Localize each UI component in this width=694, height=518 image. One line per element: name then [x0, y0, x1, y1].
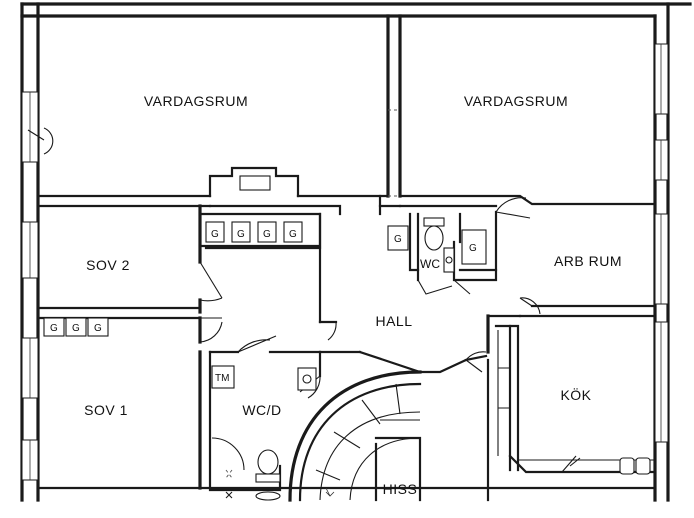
- room-label-wc: WC: [420, 257, 440, 271]
- closet-label: G: [237, 229, 245, 240]
- closet-label: G: [72, 323, 80, 334]
- closet-sov1-2: G: [65, 317, 87, 337]
- kitchen-fittings: [497, 330, 657, 475]
- doors: [27, 109, 541, 399]
- sanitary-fixtures: TM: [211, 217, 455, 501]
- room-label-arb-rum: ARB RUM: [554, 253, 622, 269]
- closet-sov2-4: G: [283, 221, 303, 243]
- room-label-vardagsrum-left: VARDAGSRUM: [144, 93, 248, 109]
- room-label-kok: KÖK: [560, 386, 591, 403]
- closet-label: G: [394, 234, 402, 245]
- closet-label: G: [263, 229, 271, 240]
- interior-walls: [36, 14, 657, 502]
- windows: [21, 43, 669, 481]
- room-label-vardagsrum-right: VARDAGSRUM: [464, 93, 568, 109]
- closet-sov1-1: G: [43, 317, 65, 337]
- closet-sov2-1: G: [205, 221, 225, 243]
- staircase: [288, 370, 422, 502]
- closet-sov2-3: G: [257, 221, 277, 243]
- room-label-sov1: SOV 1: [84, 402, 128, 418]
- closet-label: G: [289, 229, 297, 240]
- closet-label: G: [211, 229, 219, 240]
- room-label-wc-d: WC/D: [242, 402, 281, 418]
- closet-hall: G: [387, 225, 409, 251]
- outer-walls: [20, 2, 692, 502]
- closet-label: G: [50, 323, 58, 334]
- room-label-hiss: HISS: [383, 481, 418, 497]
- closet-sov1-3: G: [87, 317, 109, 337]
- room-label-sov2: SOV 2: [86, 257, 130, 273]
- closets: G G G G G G G G G: [43, 221, 487, 337]
- closet-sov2-2: G: [231, 221, 251, 243]
- tm-label: TM: [215, 373, 229, 384]
- room-label-hall: HALL: [375, 313, 412, 329]
- closet-label: G: [94, 323, 102, 334]
- closet-label: G: [469, 243, 477, 254]
- room-labels: VARDAGSRUM VARDAGSRUM SOV 2 SOV 1 HALL A…: [84, 93, 622, 497]
- closet-wc: G: [461, 229, 487, 265]
